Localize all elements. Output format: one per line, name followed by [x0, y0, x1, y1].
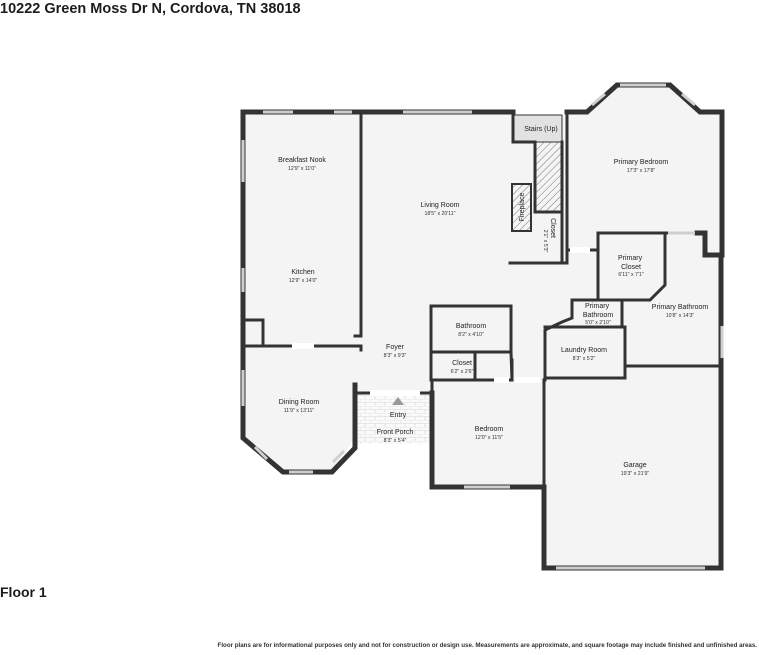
room-primary-bath-small-name: Primary Bathroom — [583, 303, 614, 319]
room-foyer-dims: 8'3" x 9'3" — [384, 353, 407, 359]
primary-closet-line2: Closet — [621, 264, 641, 271]
primary-bath-small-line2: Bathroom — [583, 312, 614, 319]
fireplace-hearth — [511, 183, 532, 232]
primary-closet-line1: Primary — [618, 255, 643, 262]
room-bathroom-name: Bathroom — [456, 323, 487, 330]
room-bedroom-name: Bedroom — [475, 426, 504, 433]
room-closet-small-name: Closet — [549, 218, 556, 238]
room-primary-bathroom-name: Primary Bathroom — [652, 304, 709, 311]
room-bathroom-dims: 8'2" x 4'10" — [458, 332, 484, 338]
room-breakfast-nook-name: Breakfast Nook — [278, 157, 326, 164]
room-primary-closet-dims: 6'11" x 7'1" — [618, 272, 643, 278]
disclaimer-text: Floor plans are for informational purpos… — [217, 642, 757, 649]
room-breakfast-nook-dims: 12'9" x 11'0" — [288, 166, 316, 172]
room-kitchen-dims: 12'9" x 14'0" — [289, 278, 318, 284]
floor-fill — [243, 85, 722, 568]
interior-walls — [241, 110, 723, 489]
room-garage-name: Garage — [623, 462, 646, 469]
room-laundry-dims: 8'3" x 5'2" — [573, 356, 596, 362]
entry-arrow-icon — [392, 397, 404, 405]
room-garage-dims: 19'3" x 21'9" — [621, 471, 650, 477]
room-bedroom-dims: 12'0" x 11'5" — [475, 435, 503, 441]
room-front-porch-name: Front Porch — [377, 429, 414, 436]
room-primary-bedroom-dims: 17'3" x 17'8" — [627, 168, 656, 174]
floor-label: Floor 1 — [0, 584, 47, 600]
room-dining-dims: 11'9" x 13'11" — [284, 408, 315, 414]
room-living-room-name: Living Room — [421, 202, 460, 209]
room-laundry-name: Laundry Room — [561, 347, 607, 354]
room-stairs-name: Stairs (Up) — [524, 126, 557, 133]
primary-bath-small-line1: Primary — [585, 303, 610, 310]
room-entry-name: Entry — [390, 412, 407, 419]
room-foyer-name: Foyer — [386, 344, 405, 351]
room-closet-dims: 6'2" x 2'6" — [451, 369, 474, 375]
property-address: 10222 Green Moss Dr N, Cordova, TN 38018 — [0, 1, 301, 17]
room-closet-name: Closet — [452, 360, 472, 367]
windows — [241, 83, 724, 570]
room-closet-small-dims: 2'1" x 5'3" — [542, 230, 548, 253]
door-openings — [292, 247, 590, 396]
room-primary-bath-small-dims: 5'0" x 2'10" — [585, 320, 611, 326]
stairs-hatch — [534, 141, 563, 213]
room-kitchen-name: Kitchen — [291, 269, 314, 276]
room-primary-bedroom-name: Primary Bedroom — [614, 159, 669, 166]
room-primary-bathroom-dims: 10'8" x 14'3" — [666, 313, 695, 319]
room-living-room-dims: 18'5" x 20'11" — [425, 211, 456, 217]
porch-tile-floor — [355, 393, 431, 444]
room-labels: Breakfast Nook 12'9" x 11'0" Living Room… — [278, 126, 708, 477]
room-dining-name: Dining Room — [279, 399, 320, 406]
room-front-porch-dims: 8'3" x 5'4" — [384, 438, 407, 444]
room-primary-closet-name: Primary Closet — [618, 255, 644, 271]
room-fireplace-name: Fireplace — [519, 193, 526, 222]
